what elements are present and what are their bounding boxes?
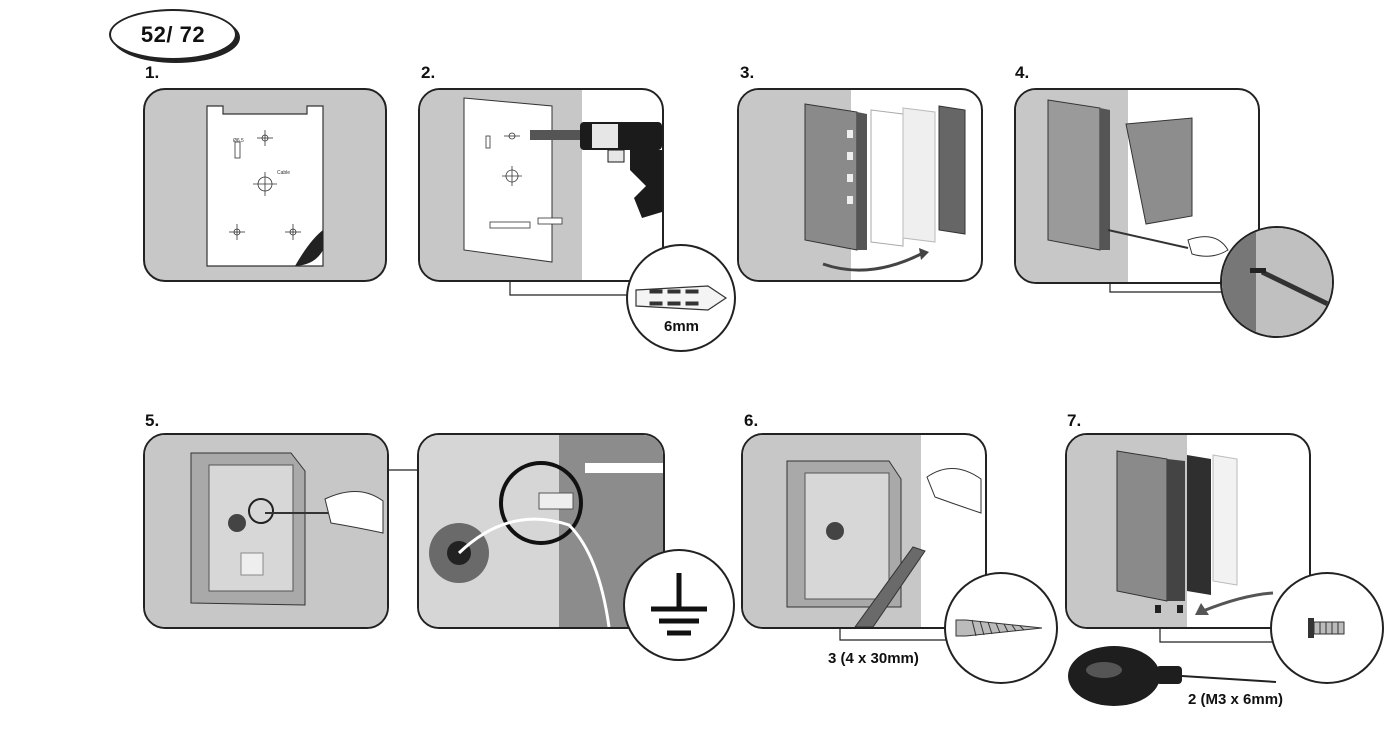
step-number-2: 2. [421,63,436,82]
step-4-detail-callout [1220,226,1334,338]
ground-symbol-callout [623,549,735,661]
step-2-panel [418,88,664,282]
step-number-6: 6. [744,411,759,430]
drill-icon [530,122,662,218]
step-number-1: 1. [145,63,160,82]
wall-screw-callout [944,572,1058,684]
template-illustration: Ø6,5 Cable [206,105,324,267]
wall-plug-icon [489,217,563,229]
template-cable-label: Cable [277,170,290,176]
machine-screw-spec: 2 (M3 x 6mm) [1188,691,1284,708]
step-7-panel [1065,433,1311,629]
step-number-5: 5. [145,411,160,430]
step-6-panel [741,433,987,629]
machine-screw-callout [1270,572,1384,684]
screwdriver-icon [1068,646,1277,706]
step-5-panel [143,433,389,629]
step-3-panel [737,88,983,282]
step-1-panel: Ø6,5 Cable [143,88,387,282]
curved-arrow-icon [822,252,922,272]
step-number-7: 7. [1067,411,1082,430]
screw-icon [1308,618,1345,638]
template-hole-label: Ø6,5 [233,138,244,144]
step-4-panel [1014,88,1260,284]
dowel-callout: 6mm [626,244,736,352]
screw-icon [955,619,1043,637]
page-indicator: 52/ 72 [109,9,237,60]
step-number-3: 3. [740,63,755,82]
dowel-size-label: 6mm [664,318,700,335]
screwdriver-icon [1107,229,1189,249]
ground-symbol-icon [651,573,707,636]
curved-arrow-icon [1202,591,1274,613]
wall-screw-spec: 3 (4 x 30mm) [828,650,919,667]
step-number-4: 4. [1015,63,1030,82]
